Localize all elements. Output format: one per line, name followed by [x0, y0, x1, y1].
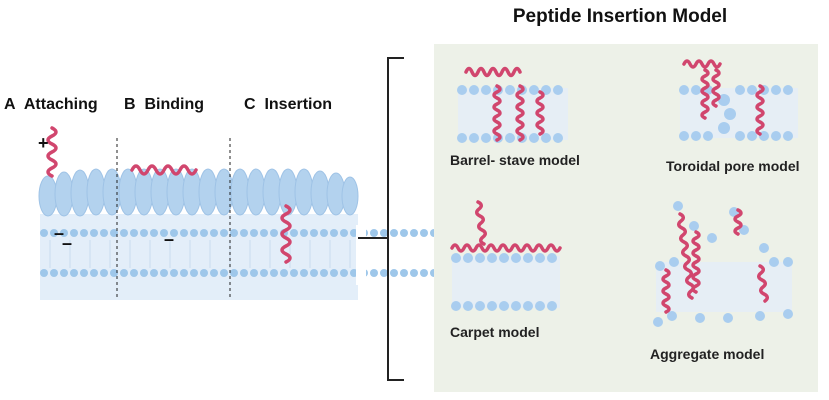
- step-b: B Binding: [124, 96, 204, 114]
- step-a-label: Attaching: [23, 96, 98, 113]
- plus-charge: +: [38, 133, 49, 153]
- step-b-label: Binding: [144, 96, 204, 113]
- step-b-letter: B: [124, 96, 136, 113]
- carpet-diagram: [450, 200, 562, 311]
- toroidal-pore-diagram: [679, 59, 798, 141]
- minus-charge-3: –: [164, 229, 175, 249]
- barrel-stave-diagram: [457, 66, 568, 143]
- peptide-binding: [130, 164, 198, 176]
- minus-charge-2: –: [62, 233, 73, 253]
- step-c-letter: C: [244, 96, 256, 113]
- bracket: [387, 57, 404, 381]
- minus-charge-1: –: [54, 223, 65, 243]
- step-a: A Attaching: [4, 96, 98, 114]
- aggregate-diagram: [653, 201, 793, 327]
- step-c: C Insertion: [244, 96, 332, 114]
- step-a-letter: A: [4, 96, 16, 113]
- step-c-label: Insertion: [264, 96, 333, 113]
- carpet-label: Carpet model: [450, 324, 540, 340]
- figure-title: Peptide Insertion Model: [512, 6, 728, 27]
- toroidal-pore-label: Toroidal pore model: [666, 158, 800, 174]
- left-membrane: [38, 168, 438, 300]
- peptide-insertion: [280, 204, 292, 264]
- aggregate-label: Aggregate model: [650, 346, 765, 362]
- peptide-attaching: [46, 126, 58, 178]
- barrel-stave-label: Barrel- stave model: [450, 152, 580, 168]
